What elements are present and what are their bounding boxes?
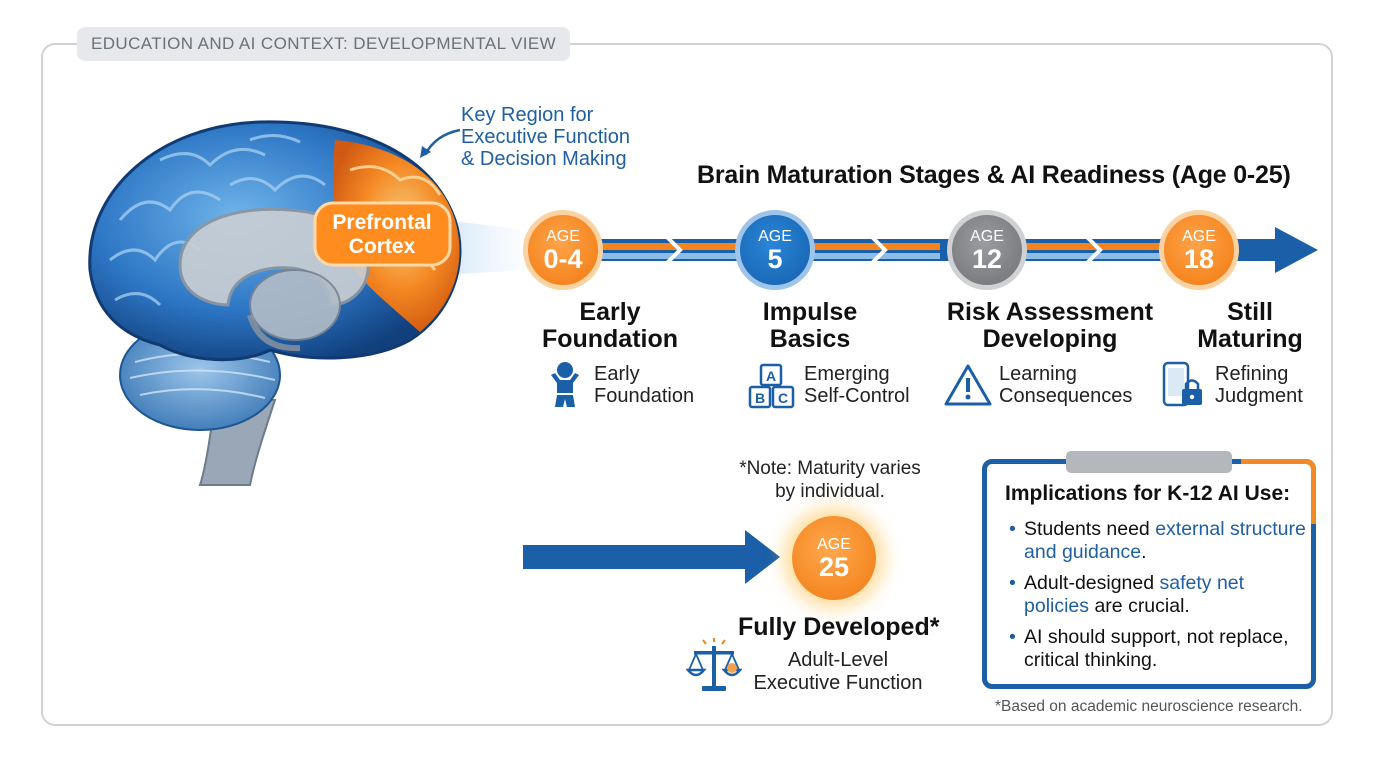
stage-desc-line1: Learning: [999, 363, 1077, 385]
stage-title-line1: Risk Assessment: [946, 298, 1154, 326]
implication-item: Adult-designed safety net policies are c…: [1007, 572, 1307, 618]
age-node-value: 18: [1183, 243, 1215, 274]
item-highlight: safety net policies: [1024, 572, 1245, 617]
implications-title: Implications for K-12 AI Use:: [1005, 482, 1291, 505]
age-node-label: AGE: [970, 227, 1004, 245]
panel-accent: [1241, 459, 1316, 524]
stage-title-risk-assessment: Risk Assessment Developing: [945, 299, 1155, 353]
item-text: Students need: [1024, 518, 1156, 540]
age-node-label: AGE: [546, 227, 580, 245]
stage-desc-line1: Emerging: [804, 363, 890, 385]
stage-desc-line1: Refining: [1215, 363, 1289, 385]
age-node-12: AGE 12: [947, 210, 1027, 290]
implication-item: Students need external structure and gui…: [1007, 518, 1307, 564]
stage-desc-learning-consequences: Learning Consequences: [999, 363, 1132, 407]
age-node-value: 0-4: [543, 243, 583, 274]
full-desc-line1: Adult-Level: [787, 649, 889, 671]
svg-text:A: A: [766, 368, 776, 384]
stage-title-still-maturing: Still Maturing: [1190, 299, 1310, 353]
stage-desc-line2: Judgment: [1215, 385, 1303, 407]
item-text: AI should support, not replace, critical…: [1024, 626, 1289, 671]
item-highlight: external structure and guidance: [1024, 518, 1306, 563]
abc-blocks-icon: A B C: [748, 363, 795, 409]
stage-desc-line2: Consequences: [999, 385, 1133, 407]
stage-desc-line1: Early: [594, 363, 640, 385]
stage-title-line1: Impulse: [762, 298, 858, 326]
phone-lock-icon: [1162, 361, 1202, 407]
svg-text:C: C: [778, 390, 788, 406]
stage-desc-line2: Self-Control: [804, 385, 910, 407]
implication-item: AI should support, not replace, critical…: [1007, 626, 1307, 672]
stage-desc-emerging-self-control: Emerging Self-Control: [804, 363, 910, 407]
stage-title-line2: Basics: [769, 325, 851, 353]
stage-title-line2: Developing: [982, 325, 1118, 353]
prefrontal-label-line1: Prefrontal: [332, 211, 431, 234]
fully-developed-title: Fully Developed*: [738, 613, 940, 641]
stage-desc-line2: Foundation: [594, 385, 695, 407]
stage-title-line1: Early: [579, 298, 641, 326]
note-line2: by individual.: [775, 481, 885, 502]
prefrontal-label-line2: Cortex: [349, 235, 416, 258]
item-text-after: are crucial.: [1089, 595, 1190, 617]
brain-illustration: Prefrontal Cortex: [50, 100, 525, 490]
age-node-value: 12: [971, 243, 1003, 274]
age-node-label: AGE: [817, 535, 851, 553]
full-desc-line2: Executive Function: [753, 672, 923, 694]
item-text: Adult-designed: [1024, 572, 1160, 594]
callout-line3: & Decision Making: [461, 148, 627, 170]
age-node-5: AGE 5: [735, 210, 815, 290]
stage-desc-early-foundation: Early Foundation: [594, 363, 694, 407]
panel-tab: [1066, 451, 1232, 473]
content-frame: [41, 43, 1333, 726]
section-header: EDUCATION AND AI CONTEXT: DEVELOPMENTAL …: [77, 27, 571, 61]
fully-developed-desc: Adult-Level Executive Function: [748, 649, 928, 695]
stage-title-line2: Foundation: [541, 325, 679, 353]
age-node-value: 25: [818, 551, 850, 582]
stage-title-impulse-basics: Impulse Basics: [750, 299, 870, 353]
stage-title-line1: Still: [1227, 298, 1273, 326]
age-node-value: 5: [767, 243, 783, 274]
age-node-18: AGE 18: [1159, 210, 1239, 290]
age-node-label: AGE: [1182, 227, 1216, 245]
brain-icon: Prefrontal Cortex: [88, 120, 525, 486]
warning-icon: [944, 364, 992, 406]
item-text-after: .: [1141, 541, 1147, 563]
scales-icon: [686, 638, 742, 691]
footnote: *Based on academic neuroscience research…: [995, 698, 1303, 715]
stage-title-line2: Maturing: [1197, 325, 1303, 353]
age-node-label: AGE: [758, 227, 792, 245]
maturity-note: *Note: Maturity varies by individual.: [730, 457, 930, 503]
callout-line2: Executive Function: [461, 126, 630, 148]
stage-title-early-foundation: Early Foundation: [540, 299, 680, 353]
age-node-25: AGE 25: [792, 516, 876, 600]
callout-line1: Key Region for: [461, 104, 594, 126]
age-node-0-4: AGE 0-4: [523, 210, 603, 290]
implications-list: Students need external structure and gui…: [1007, 518, 1307, 680]
svg-text:B: B: [755, 390, 765, 406]
prefrontal-callout: Key Region for Executive Function & Deci…: [461, 104, 630, 170]
note-line1: *Note: Maturity varies: [739, 458, 921, 479]
timeline-title: Brain Maturation Stages & AI Readiness (…: [697, 161, 1291, 189]
baby-icon: [551, 362, 579, 407]
stage-desc-refining-judgment: Refining Judgment: [1215, 363, 1303, 407]
